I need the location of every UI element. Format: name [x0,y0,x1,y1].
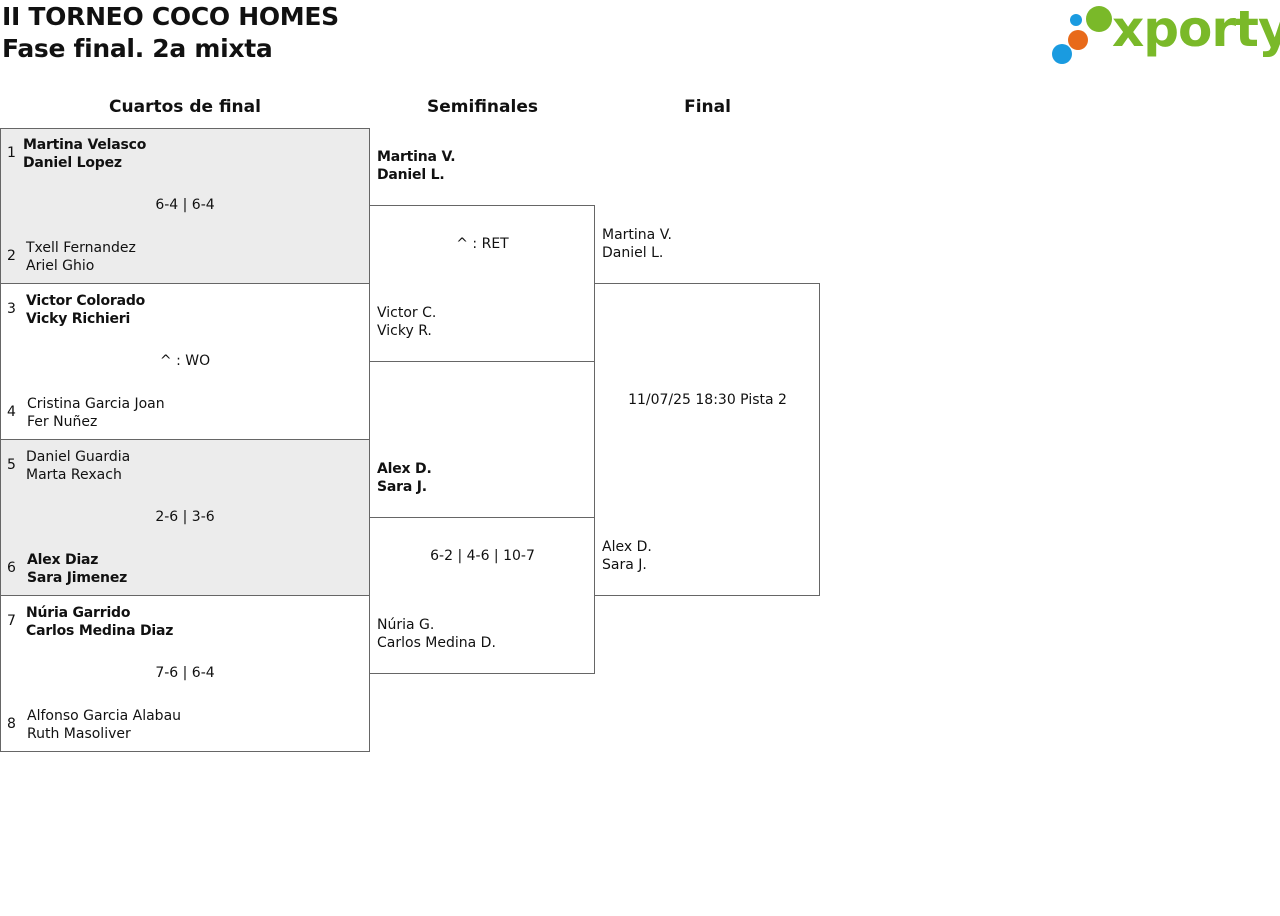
player-name: Victor C. [377,305,437,321]
team-name: Núria Garrido Carlos Medina Diaz [26,604,173,640]
seed-number: 2 [7,248,16,264]
player-name: Carlos Medina D. [377,635,496,651]
round-title-semifinals: Semifinales [427,97,538,117]
quarterfinal-match-1[interactable] [0,128,370,284]
final-match[interactable] [594,283,820,596]
player-name: Núria Garrido [26,605,131,621]
team-name: Martina V. Daniel L. [377,148,456,184]
player-name: Alex D. [602,539,652,555]
team-name: Alex Diaz Sara Jimenez [27,551,127,587]
team-name: Martina Velasco Daniel Lopez [23,136,146,172]
player-name: Carlos Medina Diaz [26,623,174,639]
player-name: Sara J. [377,479,427,495]
match-score: ^ : RET [456,236,509,252]
seed-number: 3 [7,301,16,317]
logo-dot-blue [1052,44,1072,64]
player-name: Sara J. [602,557,647,573]
player-name: Alex Diaz [27,552,99,568]
player-name: Fer Nuñez [27,414,98,430]
team-name: Martina V. Daniel L. [602,226,672,262]
team-name: Núria G. Carlos Medina D. [377,616,496,652]
team-name: Daniel Guardia Marta Rexach [26,448,130,484]
team-name: Alfonso Garcia Alabau Ruth Masoliver [27,707,181,743]
match-score: 6-2 | 4-6 | 10-7 [430,548,535,564]
player-name: Núria G. [377,617,435,633]
match-score: ^ : WO [159,353,211,369]
player-name: Daniel Lopez [23,155,122,171]
team-name: Victor C. Vicky R. [377,304,436,340]
seed-number: 1 [7,145,16,161]
team-name: Txell Fernandez Ariel Ghio [26,239,136,275]
tournament-subtitle: Fase final. 2a mixta [2,34,273,63]
player-name: Ariel Ghio [26,258,95,274]
player-name: Daniel Guardia [26,449,131,465]
tournament-title: II TORNEO COCO HOMES [2,2,339,31]
logo-dot-orange [1068,30,1088,50]
team-name: Alex D. Sara J. [377,460,432,496]
team-name: Cristina Garcia Joan Fer Nuñez [27,395,165,431]
round-title-quarterfinals: Cuartos de final [109,97,261,117]
team-name: Alex D. Sara J. [602,538,652,574]
logo-wordmark: xporty [1112,0,1280,58]
player-name: Cristina Garcia Joan [27,396,165,412]
seed-number: 5 [7,457,16,473]
xporty-logo: xporty [1050,0,1280,68]
match-schedule: 11/07/25 18:30 Pista 2 [628,392,787,408]
player-name: Martina V. [377,149,456,165]
match-score: 2-6 | 3-6 [155,509,215,525]
player-name: Daniel L. [602,245,664,261]
player-name: Vicky R. [377,323,432,339]
player-name: Ruth Masoliver [27,726,131,742]
player-name: Victor Colorado [26,293,146,309]
player-name: Martina Velasco [23,137,147,153]
match-score: 7-6 | 6-4 [155,665,215,681]
match-score: 6-4 | 6-4 [155,197,215,213]
player-name: Martina V. [602,227,672,243]
player-name: Alex D. [377,461,432,477]
player-name: Marta Rexach [26,467,122,483]
round-title-final: Final [684,97,731,117]
player-name: Sara Jimenez [27,570,128,586]
quarterfinal-match-3[interactable] [0,439,370,596]
player-name: Daniel L. [377,167,445,183]
player-name: Vicky Richieri [26,311,131,327]
seed-number: 4 [7,404,16,420]
seed-number: 6 [7,560,16,576]
seed-number: 7 [7,613,16,629]
logo-dot-green [1086,6,1112,32]
team-name: Victor Colorado Vicky Richieri [26,292,145,328]
seed-number: 8 [7,716,16,732]
logo-dot-blue-small [1070,14,1082,26]
player-name: Txell Fernandez [26,240,136,256]
player-name: Alfonso Garcia Alabau [27,708,182,724]
